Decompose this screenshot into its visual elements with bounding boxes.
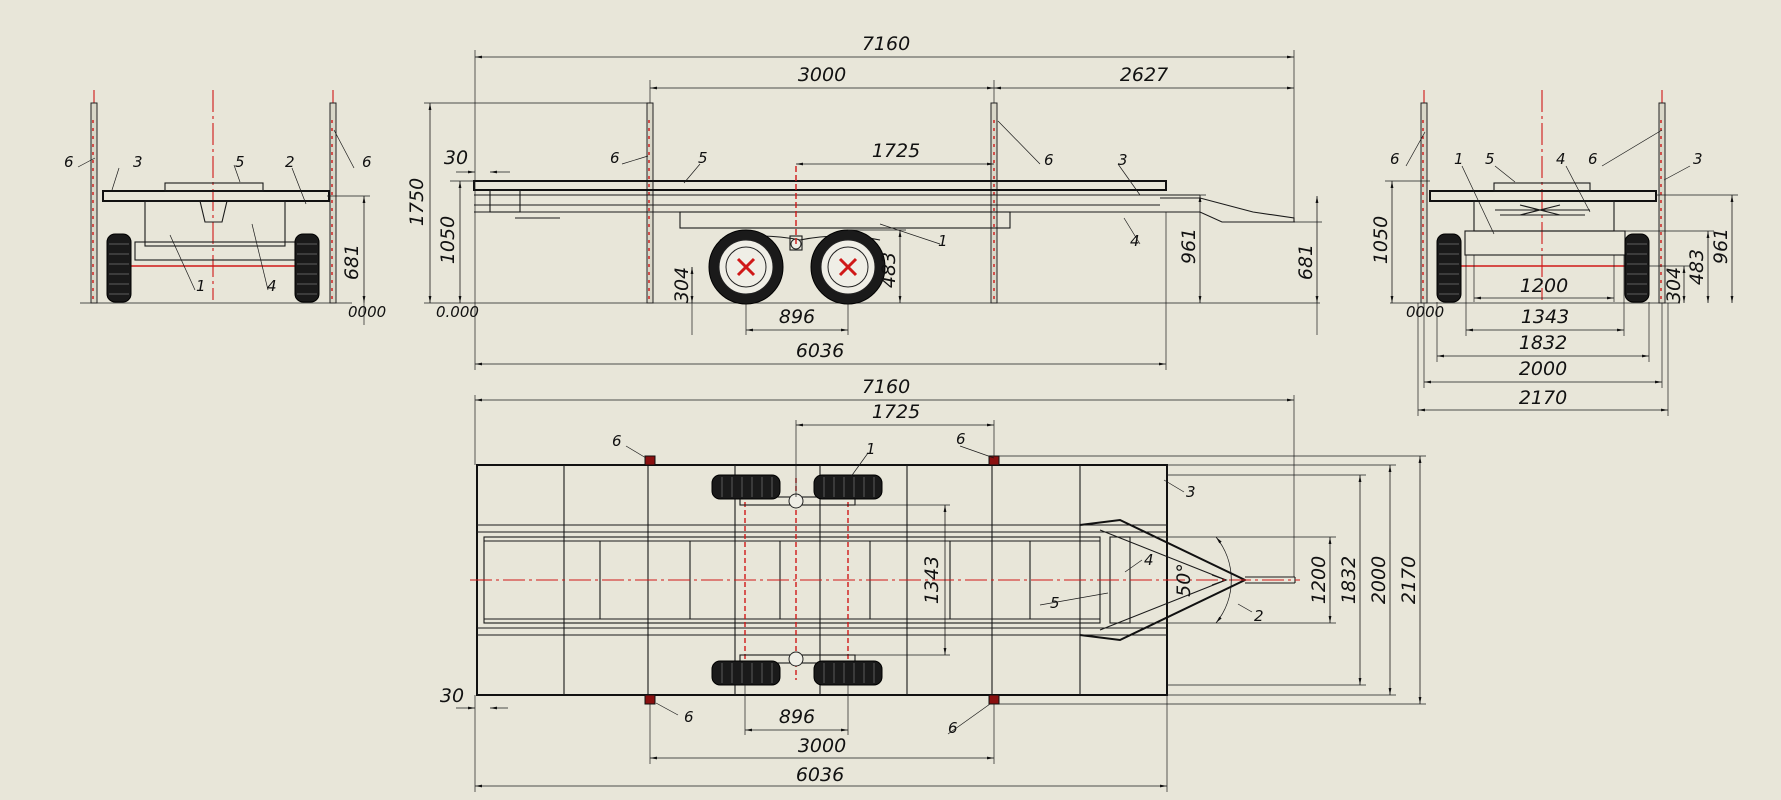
- rear-dim-681: 681: [341, 244, 363, 280]
- plan-label-6c: 6: [684, 708, 694, 726]
- side-dim-1750: 1750: [406, 178, 428, 226]
- front-dim-1343: 1343: [1521, 306, 1569, 328]
- plan-dim-1832: 1832: [1338, 556, 1360, 604]
- front-dim-1832: 1832: [1519, 332, 1567, 354]
- side-label-5: 5: [698, 149, 708, 167]
- side-dim-2627: 2627: [1120, 64, 1168, 86]
- front-label-5: 5: [1485, 150, 1495, 168]
- side-dim-6036: 6036: [796, 340, 844, 362]
- side-dim-681: 681: [1295, 244, 1317, 280]
- side-dim-1050: 1050: [437, 216, 459, 264]
- side-label-3: 3: [1118, 151, 1128, 169]
- front-dim-961: 961: [1710, 228, 1732, 264]
- front-dim-2170: 2170: [1519, 387, 1567, 409]
- plan-wheel-rr: [813, 660, 883, 686]
- plan-label-4: 4: [1144, 551, 1154, 569]
- rear-label-4: 4: [267, 277, 277, 295]
- plan-dim-3000: 3000: [798, 735, 846, 757]
- front-dim-483: 483: [1686, 249, 1708, 285]
- side-dim-961: 961: [1178, 228, 1200, 264]
- side-dim-896: 896: [779, 306, 815, 328]
- side-dim-30: 30: [444, 147, 468, 169]
- rear-label-6a: 6: [64, 153, 74, 171]
- plan-dim-1343: 1343: [921, 556, 943, 604]
- side-label-6b: 6: [1044, 151, 1054, 169]
- rear-label-5: 5: [235, 153, 245, 171]
- plan-label-6b: 6: [956, 430, 966, 448]
- front-label-1: 1: [1454, 150, 1464, 168]
- plan-dim-30: 30: [440, 685, 464, 707]
- rear-view: 681 0000 6 3 5 2 6 1 4: [64, 90, 386, 325]
- side-dim-1725: 1725: [872, 140, 920, 162]
- rear-ground-circles: 0000: [348, 303, 386, 321]
- side-dim-3000: 3000: [798, 64, 846, 86]
- side-label-6a: 6: [610, 149, 620, 167]
- plan-wheel-fl: [711, 474, 781, 500]
- rear-label-1: 1: [196, 277, 206, 295]
- plan-dim-2000: 2000: [1368, 556, 1390, 604]
- plan-label-1: 1: [866, 440, 876, 458]
- front-dim-304: 304: [1663, 267, 1685, 303]
- rear-label-6b: 6: [362, 153, 372, 171]
- plan-dim-angle: 50°: [1173, 563, 1195, 597]
- side-dim-7160: 7160: [862, 33, 910, 55]
- side-wheel-rear: [810, 229, 886, 305]
- front-dim-1200: 1200: [1520, 275, 1568, 297]
- plan-dim-7160: 7160: [862, 376, 910, 398]
- plan-label-3: 3: [1186, 483, 1196, 501]
- front-view: 1050 0000 961 304 483 1200 1343 1832 200…: [1370, 90, 1738, 416]
- front-label-4: 4: [1556, 150, 1566, 168]
- side-label-4: 4: [1130, 232, 1140, 250]
- plan-dim-1725: 1725: [872, 401, 920, 423]
- front-dim-1050: 1050: [1370, 216, 1392, 264]
- side-dim-304: 304: [671, 267, 693, 303]
- plan-label-6d: 6: [948, 719, 958, 737]
- rear-label-3: 3: [133, 153, 143, 171]
- front-label-3: 3: [1693, 150, 1703, 168]
- side-view: 7160 3000 2627 1725 30 1750 1050 0.000 3…: [406, 33, 1322, 370]
- front-ground-circles: 0000: [1406, 303, 1444, 321]
- front-label-6a: 6: [1390, 150, 1400, 168]
- plan-label-2: 2: [1254, 607, 1264, 625]
- plan-dim-896: 896: [779, 706, 815, 728]
- side-ground-circles: 0.000: [436, 303, 479, 321]
- plan-view: 7160 1725 1343 50° 1200 1832 2000 2170: [440, 376, 1426, 792]
- rear-label-2: 2: [285, 153, 295, 171]
- side-label-1: 1: [938, 232, 948, 250]
- plan-wheel-fr: [813, 474, 883, 500]
- plan-dim-1200: 1200: [1308, 556, 1330, 604]
- plan-label-5: 5: [1050, 594, 1060, 612]
- side-wheel-front: [708, 229, 784, 305]
- front-label-6b: 6: [1588, 150, 1598, 168]
- plan-label-6a: 6: [612, 432, 622, 450]
- plan-wheel-rl: [711, 660, 781, 686]
- plan-dim-6036: 6036: [796, 764, 844, 786]
- side-dim-483: 483: [878, 252, 900, 288]
- front-dim-2000: 2000: [1519, 358, 1567, 380]
- plan-dim-2170: 2170: [1398, 556, 1420, 604]
